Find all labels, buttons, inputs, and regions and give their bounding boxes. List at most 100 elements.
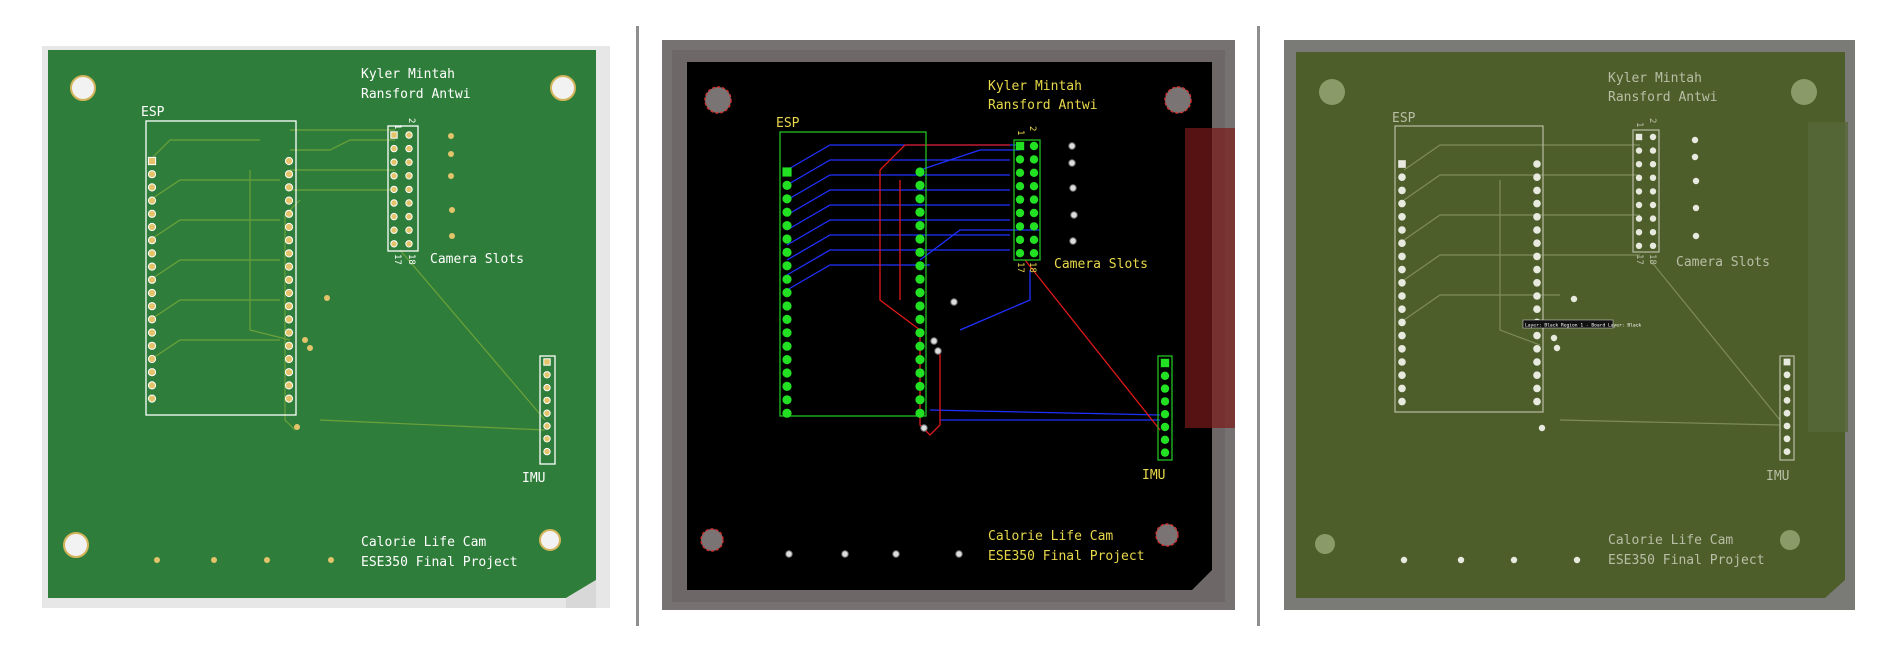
pad (1398, 345, 1406, 353)
pad (302, 337, 308, 343)
trace (1559, 419, 1781, 426)
mounting-holes (1315, 79, 1817, 554)
imu-label: IMU (1766, 469, 1789, 484)
pad (1783, 397, 1791, 404)
pad (1015, 222, 1025, 231)
pad (1160, 358, 1170, 368)
silk-labels: Kyler Mintah Ransford Antwi ESP Camera S… (776, 79, 1165, 564)
pad (1398, 239, 1406, 247)
pad (1649, 229, 1657, 236)
pad (543, 371, 551, 379)
trace (786, 204, 1010, 231)
tooltip-text: Layer: Black Region 1 - Board Layer: Bla… (1525, 323, 1641, 329)
esp-outline (1394, 125, 1544, 413)
project-course: ESE350 Final Project (988, 549, 1145, 564)
imu-header-outline (1157, 355, 1173, 461)
pad (892, 550, 900, 558)
pad (1457, 556, 1465, 564)
pad (915, 180, 925, 190)
board-corner-chamfer (566, 580, 596, 608)
trace (149, 219, 280, 241)
pad (147, 302, 157, 311)
pad (1783, 371, 1791, 379)
trace (786, 249, 1010, 276)
trace (919, 330, 941, 436)
trace (786, 219, 1010, 246)
pad (324, 295, 330, 301)
pad (1533, 384, 1541, 393)
pad (147, 236, 157, 245)
pad (1160, 397, 1170, 406)
imu-label: IMU (522, 471, 545, 486)
pad (147, 249, 157, 258)
pad (1691, 136, 1699, 144)
esp-label: ESP (776, 116, 800, 131)
pad (1029, 235, 1039, 244)
pad (955, 550, 963, 558)
pad (950, 298, 958, 306)
author-name-1: Kyler Mintah (988, 79, 1082, 94)
pad (543, 383, 551, 392)
pad (920, 424, 928, 432)
pad (284, 209, 294, 218)
pad (264, 557, 270, 563)
pad (915, 355, 925, 365)
pad (1635, 201, 1643, 209)
pin-label-18: 18 (1027, 262, 1037, 273)
pad (1400, 556, 1408, 564)
pad (915, 167, 925, 177)
pad (1398, 265, 1406, 274)
pad (284, 315, 294, 324)
pad (1398, 160, 1406, 168)
trace (399, 249, 546, 421)
pad (405, 131, 413, 139)
trace (149, 179, 280, 201)
pad (1398, 213, 1406, 221)
esp-outline (779, 131, 927, 417)
pad (147, 156, 157, 166)
pad (782, 207, 792, 217)
pad (405, 240, 413, 248)
red-traces (879, 144, 1161, 436)
imu-label: IMU (1142, 468, 1165, 483)
layer-tooltip: Layer: Black Region 1 - Board Layer: Bla… (1522, 319, 1641, 329)
mounting-hole (700, 528, 724, 552)
pad (449, 233, 455, 239)
pad (782, 368, 792, 378)
black-board (687, 62, 1212, 590)
pad (543, 447, 551, 456)
imu-header-outline (539, 355, 556, 465)
pad (782, 180, 792, 190)
pad (543, 358, 551, 366)
pad (154, 557, 160, 563)
trace (879, 144, 1010, 171)
pad (284, 170, 294, 179)
pad (1538, 424, 1546, 432)
mounting-hole (550, 75, 576, 101)
project-course: ESE350 Final Project (1608, 553, 1765, 568)
trace (919, 149, 1020, 171)
esp-label: ESP (1392, 111, 1416, 126)
trace (929, 409, 1161, 416)
pad (405, 185, 413, 194)
pad (284, 328, 294, 337)
silk-labels: Kyler Mintah Ransford Antwi ESP Camera S… (141, 67, 545, 570)
pad (1533, 160, 1541, 168)
pad (782, 301, 792, 311)
pin-label-1: 1 (1634, 122, 1644, 127)
pad (785, 550, 793, 558)
camera-header-outline (1013, 139, 1041, 261)
pad (1015, 235, 1025, 244)
mounting-hole (1780, 530, 1800, 550)
trace (786, 234, 1010, 261)
pad (1649, 147, 1657, 154)
pad (1029, 249, 1039, 258)
pad (284, 354, 294, 364)
pad (782, 261, 792, 271)
pin-label-1: 1 (392, 124, 402, 129)
trace (149, 139, 260, 161)
author-name-2: Ransford Antwi (361, 87, 471, 102)
trace (786, 189, 1010, 216)
pad (1533, 186, 1541, 195)
pad (1783, 448, 1791, 455)
